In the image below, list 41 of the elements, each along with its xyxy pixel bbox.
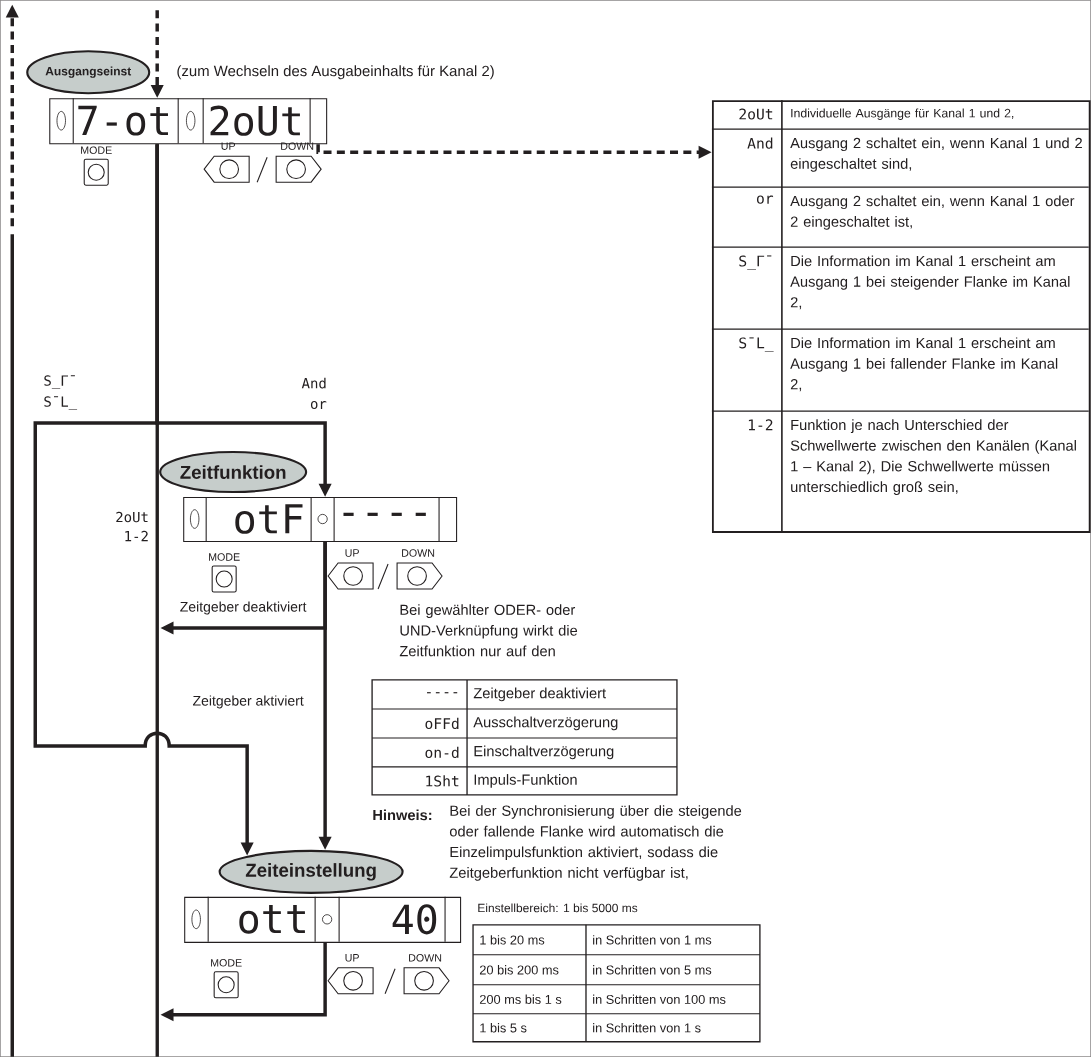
note-text: (zum Wechseln des Ausgabeinhalts für Kanal 2)	[177, 65, 494, 80]
up-button: UP	[327, 549, 374, 590]
up-button: UP	[327, 954, 374, 995]
note-heading: Hinweis:	[373, 809, 432, 821]
up-button: UP	[203, 142, 250, 183]
display-code: And	[301, 377, 326, 389]
table-cell: in Schritten von 100 ms	[593, 994, 726, 1004]
table-cell: Impuls-Funktion	[474, 774, 577, 788]
lcd-display: ott 40	[184, 896, 462, 943]
note-text: Bei der Synchronisierung über die steigende oder fallende Flanke wird automatisch die Einzelimpulsfunktion aktiviert, sodass die Zeitgeberfunktion nicht verfügbar ist,	[449, 805, 742, 881]
down-button: DOWN	[396, 549, 443, 590]
lcd-display: otF ----	[183, 496, 458, 543]
down-button: DOWN	[275, 142, 322, 183]
table-cell: Zeitgeber deaktiviert	[473, 687, 606, 702]
table-cell: 1 bis 5 s	[480, 1023, 527, 1033]
table-cell: in Schritten von 5 ms	[593, 965, 712, 975]
display-code: S¯L_	[44, 396, 78, 410]
table-cell: 20 bis 200 ms	[479, 965, 559, 975]
table-cell: in Schritten von 1 ms	[593, 935, 712, 945]
display-code: S_Γ¯	[44, 375, 75, 389]
table-cell: Einschaltverzögerung	[474, 745, 614, 760]
mode-button: MODE	[81, 146, 112, 186]
table-cell: 1 bis 20 ms	[480, 935, 545, 945]
display-code: or	[310, 401, 327, 410]
display-code: 1Sht	[426, 775, 459, 787]
display-code: on-d	[425, 746, 459, 759]
edge-label: Zeitgeber deaktiviert	[178, 600, 308, 616]
note-text: Bei gewählter ODER- oder UND-Verknüpfung wirkt die Zeitfunktion nur auf den	[399, 604, 578, 657]
edge-label: Zeitgeber aktiviert	[191, 694, 306, 710]
range-text: Einstellbereich: 1 bis 5000 ms	[478, 903, 638, 913]
display-code: oFFd	[425, 717, 459, 730]
mode-button: MODE	[209, 553, 240, 593]
table-cell: Ausschaltverzögerung	[473, 716, 618, 731]
table-cell: in Schritten von 1 s	[593, 1023, 701, 1033]
display-code: 2oUt	[116, 511, 148, 523]
down-button: DOWN	[403, 954, 450, 995]
display-code: ----	[427, 692, 458, 694]
table-cell: 200 ms bis 1 s	[479, 994, 562, 1004]
function-table: 2oUt Individuelle Ausgänge für Kanal 1 und 2, And Ausgang 2 schaltet ein, wenn Kanal 1 und 2 eingeschaltet sind, or Ausgang 2 schaltet ein, wenn Kanal 1 oder 2 eingeschaltet ist, S_Γ¯ Die Information im Kanal 1 erscheint am Ausgang 1 bei steigender Flanke im Kanal 2, S¯L_ Die Information im Kanal 1 erscheint am Ausgang 1 bei fallender Flanke im Kanal 2, 1-2 Funktion je nach Unterschied der Schwellwerte zwischen den Kanälen (Kanal 1 – Kanal 2), Die Schwellwerte müssen unterschiedlich groß sein,	[711, 99, 1091, 533]
display-code: 1-2	[125, 530, 148, 542]
mode-button: MODE	[211, 959, 242, 999]
